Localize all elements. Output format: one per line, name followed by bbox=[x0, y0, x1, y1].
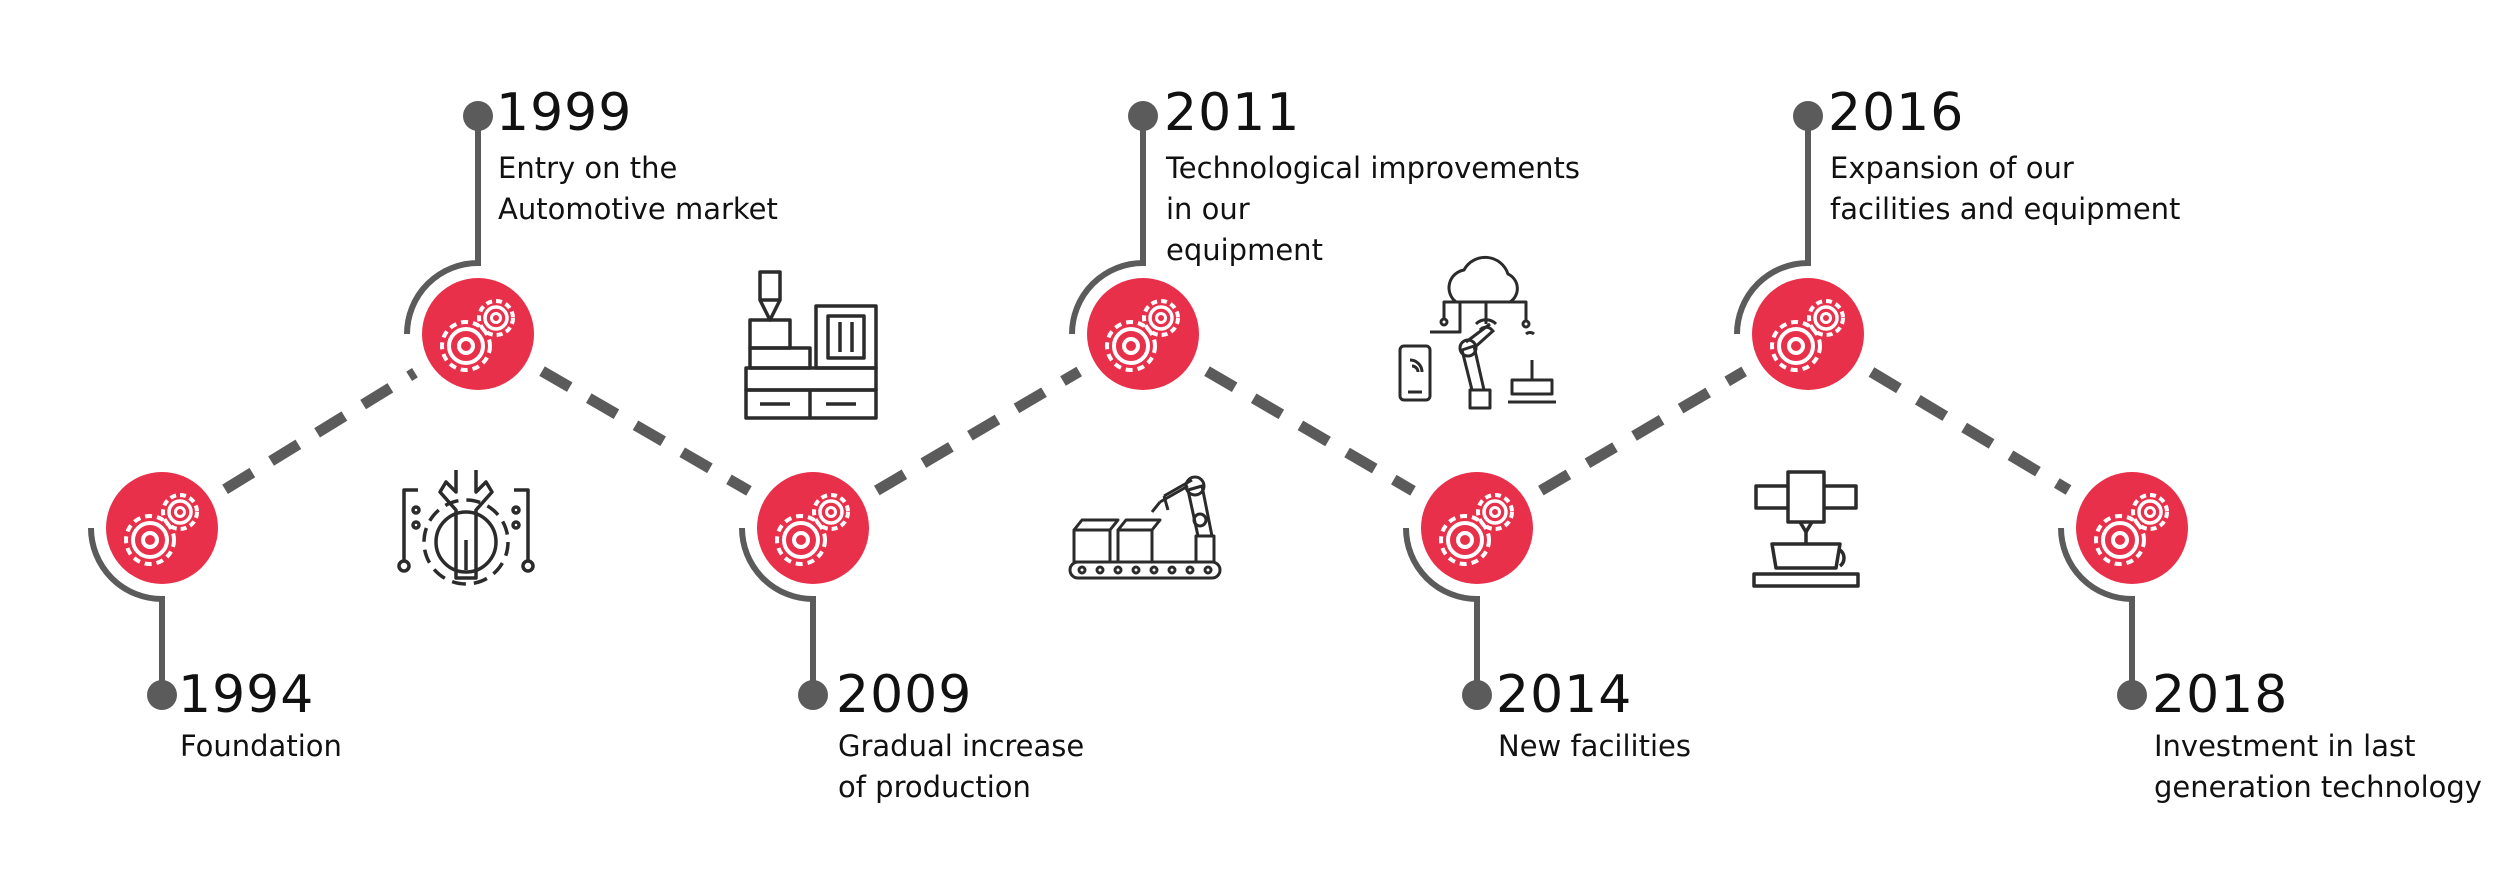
timeline-event-5 bbox=[1734, 101, 1864, 390]
connector-3 bbox=[1204, 366, 1416, 496]
timeline-event-6 bbox=[2058, 472, 2188, 710]
wrench-gear-icon bbox=[397, 470, 535, 586]
event-dot bbox=[147, 680, 177, 710]
event-stem bbox=[739, 527, 816, 695]
event-stem bbox=[1069, 116, 1146, 335]
event-stem bbox=[88, 527, 165, 695]
event-stem bbox=[404, 116, 481, 335]
connector-0 bbox=[222, 368, 418, 494]
conveyor-robot-arm-icon bbox=[1068, 475, 1222, 580]
event-description: Foundation bbox=[180, 729, 342, 763]
event-year: 1999 bbox=[496, 83, 632, 143]
event-year: 2009 bbox=[836, 665, 972, 725]
event-year: 2014 bbox=[1496, 665, 1632, 725]
connector-5 bbox=[1868, 367, 2072, 495]
timeline-event-1 bbox=[404, 101, 534, 390]
event-dot bbox=[2117, 680, 2147, 710]
event-year: 2011 bbox=[1164, 83, 1300, 143]
event-dot bbox=[1793, 101, 1823, 131]
event-dot bbox=[463, 101, 493, 131]
connector-4 bbox=[1538, 366, 1747, 496]
injection-machine-icon bbox=[744, 270, 878, 420]
connector-2 bbox=[874, 366, 1082, 496]
connector-1 bbox=[539, 366, 752, 496]
cloud-iot-robot-icon bbox=[1398, 255, 1556, 410]
timeline-event-3 bbox=[1069, 101, 1199, 390]
event-year: 2016 bbox=[1828, 83, 1964, 143]
event-stem bbox=[1403, 527, 1480, 695]
event-dot bbox=[1128, 101, 1158, 131]
event-dot bbox=[798, 680, 828, 710]
event-dot bbox=[1462, 680, 1492, 710]
timeline-event-4 bbox=[1403, 472, 1533, 710]
timeline-event-2 bbox=[739, 472, 869, 710]
event-stem bbox=[2058, 527, 2135, 695]
event-stem bbox=[1734, 116, 1811, 335]
event-year: 1994 bbox=[178, 665, 314, 725]
timeline-connector-lines bbox=[222, 366, 2072, 496]
3d-printer-icon bbox=[1752, 470, 1860, 588]
event-description: New facilities bbox=[1498, 729, 1691, 763]
timeline-event-0 bbox=[88, 472, 218, 710]
event-year: 2018 bbox=[2152, 665, 2288, 725]
